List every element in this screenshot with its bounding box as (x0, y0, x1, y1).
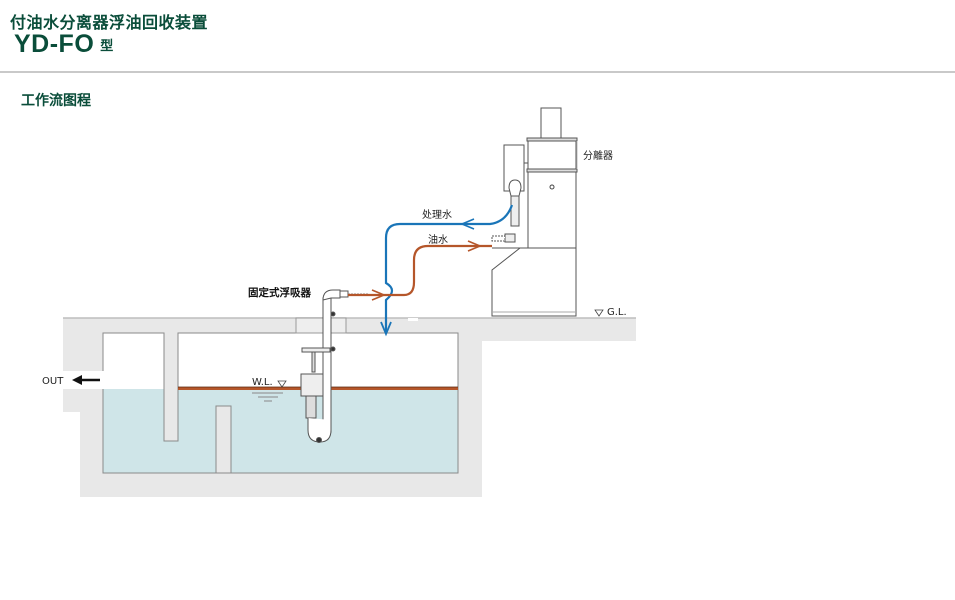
water-level-marker-icon (277, 380, 287, 388)
skimmer-label: 固定式浮吸器 (248, 286, 311, 299)
oily-water-label: 油水 (428, 233, 448, 246)
floating-skimmer (300, 289, 368, 443)
oily-water-line (348, 244, 492, 297)
ground-level-label: G.L. (607, 307, 627, 318)
water-level-label: W.L. (252, 377, 273, 388)
model-suffix: 型 (100, 38, 114, 53)
manhole (295, 317, 347, 334)
ground-level-marker-icon (594, 309, 604, 317)
separator-unit (491, 107, 578, 317)
section-title: 工作流图程 (21, 93, 91, 109)
pit-structure (63, 317, 636, 497)
treated-water-arrow-icon-2 (459, 218, 475, 230)
model-name: YD-FO (14, 30, 95, 58)
treated-water-arrow-icon (380, 321, 392, 337)
model-title: YD-FO 型 (14, 30, 114, 59)
treated-water-label: 处理水 (422, 209, 452, 221)
water-body (103, 389, 458, 473)
oily-water-arrow-icon-2 (467, 240, 483, 252)
page-title: 付油水分离器浮油回收装置 (10, 13, 209, 32)
separator-label: 分離器 (583, 149, 613, 162)
partition-wall (215, 405, 232, 473)
outlet-label: OUT (42, 376, 64, 387)
treated-water-line (384, 204, 514, 333)
oily-water-arrow-icon (371, 289, 387, 301)
header-divider (0, 71, 955, 73)
